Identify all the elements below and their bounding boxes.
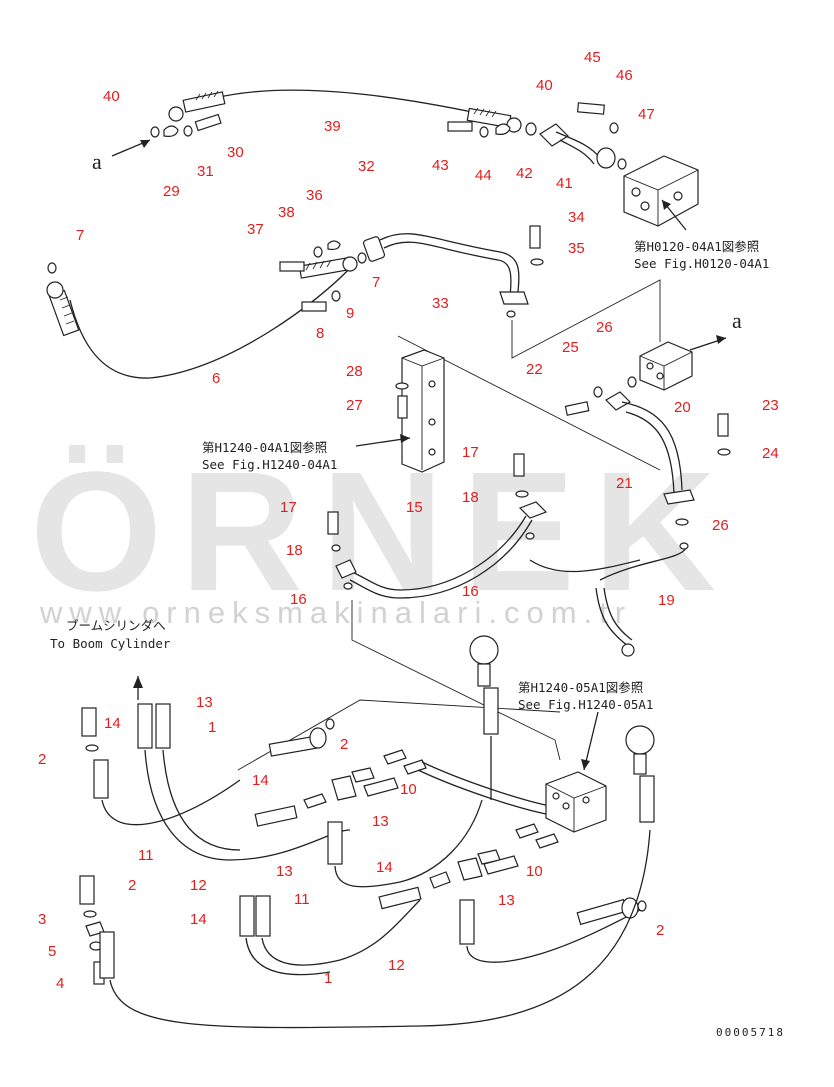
callout: 7 — [372, 274, 380, 291]
callout: 19 — [658, 592, 675, 609]
ref-h1240-05-en: See Fig.H1240-05A1 — [518, 697, 653, 712]
callout: 23 — [762, 397, 779, 414]
callout: 21 — [616, 475, 633, 492]
ref-h1240-04-jp: 第H1240-04A1図参照 — [202, 440, 327, 455]
callout: 9 — [346, 305, 354, 322]
callout: 1 — [324, 970, 332, 987]
callout: 12 — [388, 957, 405, 974]
callout: 40 — [536, 77, 553, 94]
callout: 13 — [372, 813, 389, 830]
callout: 22 — [526, 361, 543, 378]
callout: 6 — [212, 370, 220, 387]
callout: 14 — [376, 859, 393, 876]
callout: 34 — [568, 209, 585, 226]
callout: 20 — [674, 399, 691, 416]
ref-h0120-jp: 第H0120-04A1図参照 — [634, 239, 759, 254]
callout: 2 — [128, 877, 136, 894]
callout: 33 — [432, 295, 449, 312]
callout: 14 — [104, 715, 121, 732]
callout: 17 — [462, 444, 479, 461]
callout: 13 — [276, 863, 293, 880]
callout: 45 — [584, 49, 601, 66]
callouts: 40 29 31 30 39 43 44 42 40 41 45 46 47 3… — [38, 49, 779, 992]
watermark-brand: ÖRNEK — [30, 437, 734, 627]
valve-block-lower — [469, 635, 655, 833]
callout: 43 — [432, 157, 449, 174]
callout: 16 — [462, 583, 479, 600]
callout: 18 — [286, 542, 303, 559]
callout: 30 — [227, 144, 244, 161]
callout: 46 — [616, 67, 633, 84]
view-marker-a-right: a — [732, 308, 742, 333]
callout: 11 — [294, 891, 310, 908]
callout: 2 — [340, 736, 348, 753]
callout: 32 — [358, 158, 375, 175]
callout: 13 — [498, 892, 515, 909]
callout: 5 — [48, 943, 56, 960]
callout: 35 — [568, 240, 585, 257]
callout: 39 — [324, 118, 341, 135]
drawing-number: 00005718 — [716, 1026, 785, 1039]
callout: 10 — [526, 863, 543, 880]
callout: 27 — [346, 397, 363, 414]
callout: 44 — [475, 167, 492, 184]
callout: 25 — [562, 339, 579, 356]
tube-32 — [362, 225, 544, 318]
callout: 42 — [516, 165, 533, 182]
callout: 26 — [712, 517, 729, 534]
callout: 31 — [197, 163, 214, 180]
callout: 41 — [556, 175, 573, 192]
bracket — [355, 349, 445, 473]
hose-assembly-lower-left — [79, 676, 651, 1029]
ref-boom-en: To Boom Cylinder — [50, 636, 171, 651]
callout: 2 — [656, 922, 664, 939]
callout: 28 — [346, 363, 363, 380]
callout: 10 — [400, 781, 417, 798]
watermark-url: www.orneksmakinalari.com.tr — [39, 595, 632, 630]
watermark: ÖRNEK www.orneksmakinalari.com.tr — [30, 437, 734, 630]
callout: 24 — [762, 445, 779, 462]
callout: 2 — [38, 751, 46, 768]
callout: 29 — [163, 183, 180, 200]
callout: 11 — [138, 847, 154, 864]
callout: 17 — [280, 499, 297, 516]
callout: 40 — [103, 88, 120, 105]
tube-15-19 — [327, 453, 689, 657]
callout: 7 — [76, 227, 84, 244]
callout: 3 — [38, 911, 46, 928]
callout: 26 — [596, 319, 613, 336]
callout: 15 — [406, 499, 423, 516]
callout: 4 — [56, 975, 64, 992]
callout: 13 — [196, 694, 213, 711]
callout: 8 — [316, 325, 324, 342]
hose-assembly-6 — [46, 240, 367, 379]
callout: 47 — [638, 106, 655, 123]
cross-references: 第H0120-04A1図参照 See Fig.H0120-04A1 第H1240… — [50, 239, 785, 1039]
ref-h0120-en: See Fig.H0120-04A1 — [634, 256, 769, 271]
hose-assembly-39: a — [92, 89, 537, 174]
callout: 14 — [190, 911, 207, 928]
callout: 16 — [290, 591, 307, 608]
callout: 38 — [278, 204, 295, 221]
callout: 14 — [252, 772, 269, 789]
callout: 1 — [208, 719, 216, 736]
ref-boom-jp: ブームシリンダへ — [66, 618, 166, 633]
valve-block-top — [623, 155, 699, 231]
ref-h1240-05-jp: 第H1240-05A1図参照 — [518, 680, 643, 695]
tube-41 — [539, 102, 627, 170]
view-marker-a-top: a — [92, 149, 102, 174]
callout: 37 — [247, 221, 264, 238]
valve-block-20: a — [639, 308, 742, 391]
ref-h1240-04-en: See Fig.H1240-04A1 — [202, 457, 337, 472]
callout: 36 — [306, 187, 323, 204]
callout: 18 — [462, 489, 479, 506]
callout: 12 — [190, 877, 207, 894]
tube-21 — [564, 376, 731, 526]
